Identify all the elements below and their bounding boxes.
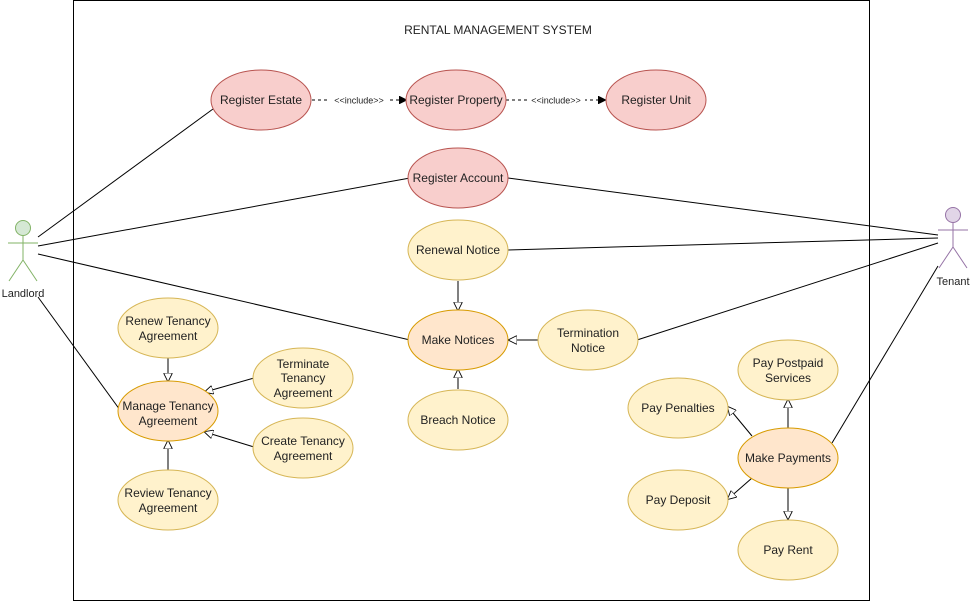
- usecase-breach-notice[interactable]: Breach Notice: [407, 389, 509, 451]
- associations: [37, 108, 939, 444]
- usecase-label: Create Tenancy: [261, 434, 345, 448]
- usecase-manage-tenancy[interactable]: Manage Tenancy Agreement: [117, 380, 219, 442]
- generalizations: [168, 281, 788, 519]
- usecase-pay-deposit[interactable]: Pay Deposit: [627, 469, 729, 531]
- assoc-tenant-termination-notice: [636, 242, 939, 341]
- assoc-landlord-make-notices: [37, 253, 411, 341]
- usecase-label: Agreement: [139, 414, 198, 428]
- usecase-shape: [117, 469, 219, 531]
- usecase-shape: [117, 297, 219, 359]
- usecase-renew-tenancy[interactable]: Renew Tenancy Agreement: [117, 297, 219, 359]
- usecase-label: Register Unit: [621, 93, 691, 107]
- usecase-shape: [117, 380, 219, 442]
- usecase-label: Make Payments: [745, 451, 831, 465]
- usecase-make-payments[interactable]: Make Payments: [737, 427, 839, 489]
- usecase-shape: [737, 339, 839, 401]
- actor-right-leg: [952, 246, 968, 269]
- usecase-label: Renewal Notice: [416, 243, 500, 257]
- system-boundary: [73, 0, 870, 601]
- assoc-tenant-make-payments: [831, 265, 939, 444]
- usecase-create-tenancy[interactable]: Create Tenancy Agreement: [252, 417, 354, 479]
- usecase-shape: [252, 347, 354, 409]
- usecase-label: Pay Penalties: [641, 401, 714, 415]
- usecase-label: Tenancy: [281, 371, 326, 385]
- usecase-shape: [537, 309, 639, 371]
- usecase-pay-postpaid[interactable]: Pay Postpaid Services: [737, 339, 839, 401]
- assoc-landlord-manage-tenancy: [37, 296, 121, 411]
- assoc-landlord-register-estate: [37, 108, 214, 238]
- usecase-label: Termination: [557, 326, 619, 340]
- actor-head: [945, 207, 961, 223]
- usecase-register-account[interactable]: Register Account: [407, 147, 509, 209]
- system-title: RENTAL MANAGEMENT SYSTEM: [404, 23, 592, 37]
- gen-payments-to-deposit: [728, 477, 753, 499]
- usecase-termination-notice[interactable]: Termination Notice: [537, 309, 639, 371]
- usecase-shape: [407, 147, 509, 209]
- usecase-renewal-notice[interactable]: Renewal Notice: [407, 219, 509, 281]
- usecase-label: Services: [765, 371, 811, 385]
- include-label-1: <<include>>: [334, 96, 384, 106]
- assoc-tenant-renewal-notice: [507, 237, 939, 251]
- include-label-bg-2: [527, 93, 585, 107]
- usecase-shape: [627, 377, 729, 439]
- usecase-label: Breach Notice: [420, 413, 496, 427]
- actor-left-leg: [8, 259, 24, 282]
- usecase-label: Pay Rent: [763, 543, 813, 557]
- actor-right-leg: [22, 259, 38, 282]
- usecase-register-unit[interactable]: Register Unit: [605, 69, 707, 131]
- usecase-shape: [407, 219, 509, 281]
- usecase-label: Register Property: [409, 93, 502, 107]
- usecase-label: Renew Tenancy: [125, 314, 210, 328]
- usecase-label: Register Account: [413, 171, 504, 185]
- usecase-label: Manage Tenancy: [122, 399, 213, 413]
- usecase-shape: [210, 69, 312, 131]
- usecase-pay-rent[interactable]: Pay Rent: [737, 519, 839, 581]
- actor-tenant-label: Tenant: [936, 276, 969, 288]
- gen-payments-to-penalties: [728, 407, 753, 437]
- usecase-shape: [405, 69, 507, 131]
- usecase-pay-penalties[interactable]: Pay Penalties: [627, 377, 729, 439]
- usecase-label: Terminate: [277, 357, 330, 371]
- assoc-landlord-register-account: [37, 177, 411, 247]
- usecase-shape: [407, 309, 509, 371]
- usecase-make-notices[interactable]: Make Notices: [407, 309, 509, 371]
- usecase-register-property[interactable]: Register Property: [405, 69, 507, 131]
- usecase-label: Agreement: [139, 329, 198, 343]
- include-label-bg-1: [330, 93, 388, 107]
- usecase-shape: [627, 469, 729, 531]
- usecase-shape: [605, 69, 707, 131]
- usecase-label: Register Estate: [220, 93, 302, 107]
- usecase-label: Pay Deposit: [646, 493, 711, 507]
- actor-landlord[interactable]: [8, 220, 38, 282]
- usecase-shape: [737, 519, 839, 581]
- usecase-label: Review Tenancy: [124, 486, 211, 500]
- usecase-label: Agreement: [274, 386, 333, 400]
- usecase-label: Agreement: [139, 501, 198, 515]
- usecase-register-estate[interactable]: Register Estate: [210, 69, 312, 131]
- assoc-tenant-register-account: [507, 177, 939, 236]
- usecase-review-tenancy[interactable]: Review Tenancy Agreement: [117, 469, 219, 531]
- usecase-shape: [737, 427, 839, 489]
- gen-create-to-manage: [205, 432, 255, 448]
- actor-tenant[interactable]: [938, 207, 968, 269]
- gen-terminate-to-manage: [205, 377, 255, 392]
- usecase-shape: [252, 417, 354, 479]
- usecase-label: Pay Postpaid: [753, 356, 824, 370]
- actor-landlord-label: Landlord: [2, 288, 45, 300]
- usecase-label: Make Notices: [422, 333, 495, 347]
- usecase-shape: [407, 389, 509, 451]
- usecase-label: Agreement: [274, 449, 333, 463]
- usecase-label: Notice: [571, 341, 605, 355]
- actor-head: [15, 220, 31, 236]
- usecase-terminate-tenancy[interactable]: Terminate Tenancy Agreement: [252, 347, 354, 409]
- actor-left-leg: [938, 246, 954, 269]
- include-label-2: <<include>>: [531, 96, 581, 106]
